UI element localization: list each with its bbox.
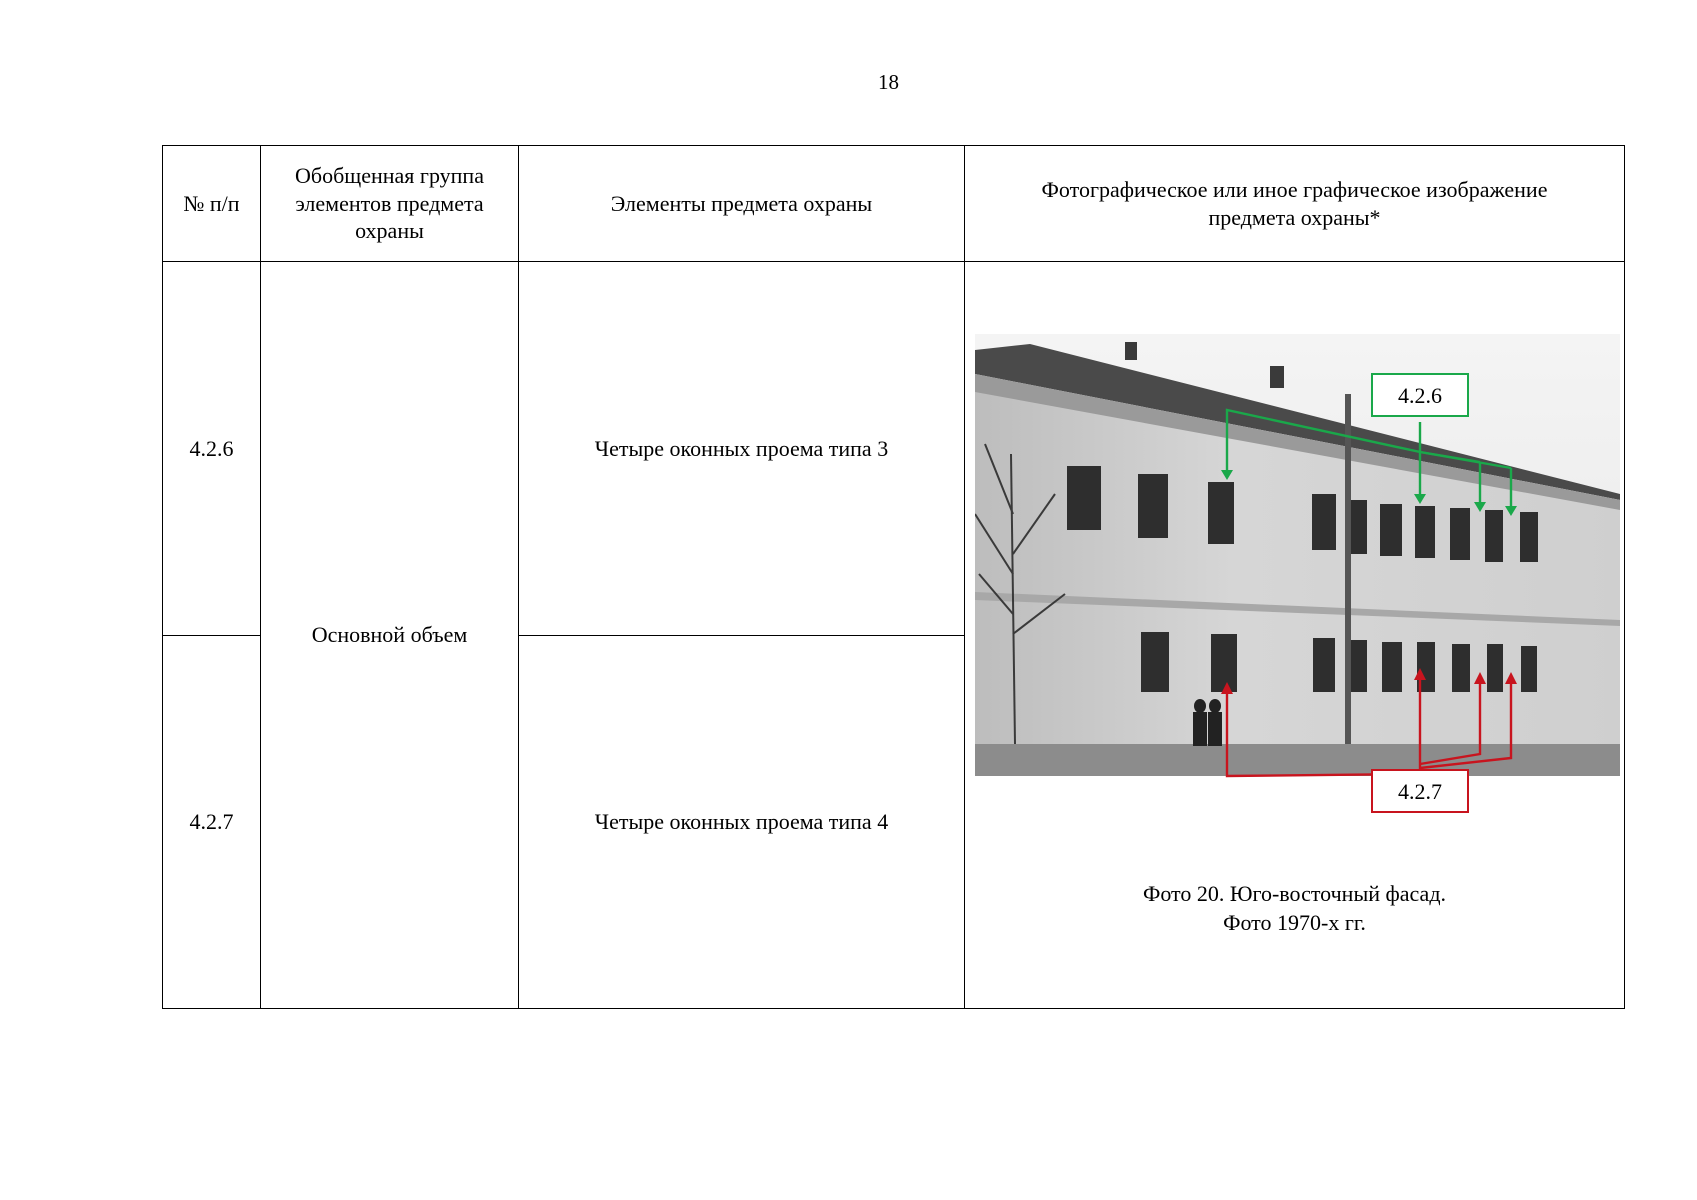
row-element: Четыре оконных проема типа 4 [518, 634, 965, 1009]
label-top: 4.2.6 [1398, 383, 1442, 408]
label-box-top [1371, 373, 1469, 417]
header-group: Обобщенная группа элементов предмета охр… [260, 145, 519, 262]
group-cell: Основной объем [260, 261, 519, 1009]
label-box-bottom [1371, 769, 1469, 813]
caption-line-2: Фото 1970-х гг. [1223, 909, 1366, 935]
page-number: 18 [878, 70, 899, 94]
photo-caption: Фото 20. Юго-восточный фасад. Фото 1970-… [965, 880, 1624, 937]
table-row: 4.2.7 Четыре оконных проема типа 4 [162, 634, 1625, 1009]
header-image: Фотографическое или иное графическое изо… [964, 145, 1625, 262]
row-element: Четыре оконных проема типа 3 [518, 261, 965, 636]
table-header-row: № п/п Обобщенная группа элементов предме… [162, 145, 1625, 262]
header-elements: Элементы предмета охраны [518, 145, 965, 262]
caption-line-1: Фото 20. Юго-восточный фасад. [1142, 881, 1447, 906]
facade-photo: 4.2.6 4.2.7 [975, 334, 1620, 813]
header-num: № п/п [162, 145, 261, 262]
table-row: 4.2.6 Основной объем Четыре оконных прое… [162, 261, 1625, 1009]
row-num: 4.2.7 [162, 634, 261, 1009]
label-bottom: 4.2.7 [1398, 779, 1442, 804]
row-num: 4.2.6 [162, 261, 261, 636]
protection-elements-table: № п/п Обобщенная группа элементов предме… [162, 145, 1625, 1009]
photo-cell: 4.2.6 4.2.7 [964, 261, 1625, 1009]
